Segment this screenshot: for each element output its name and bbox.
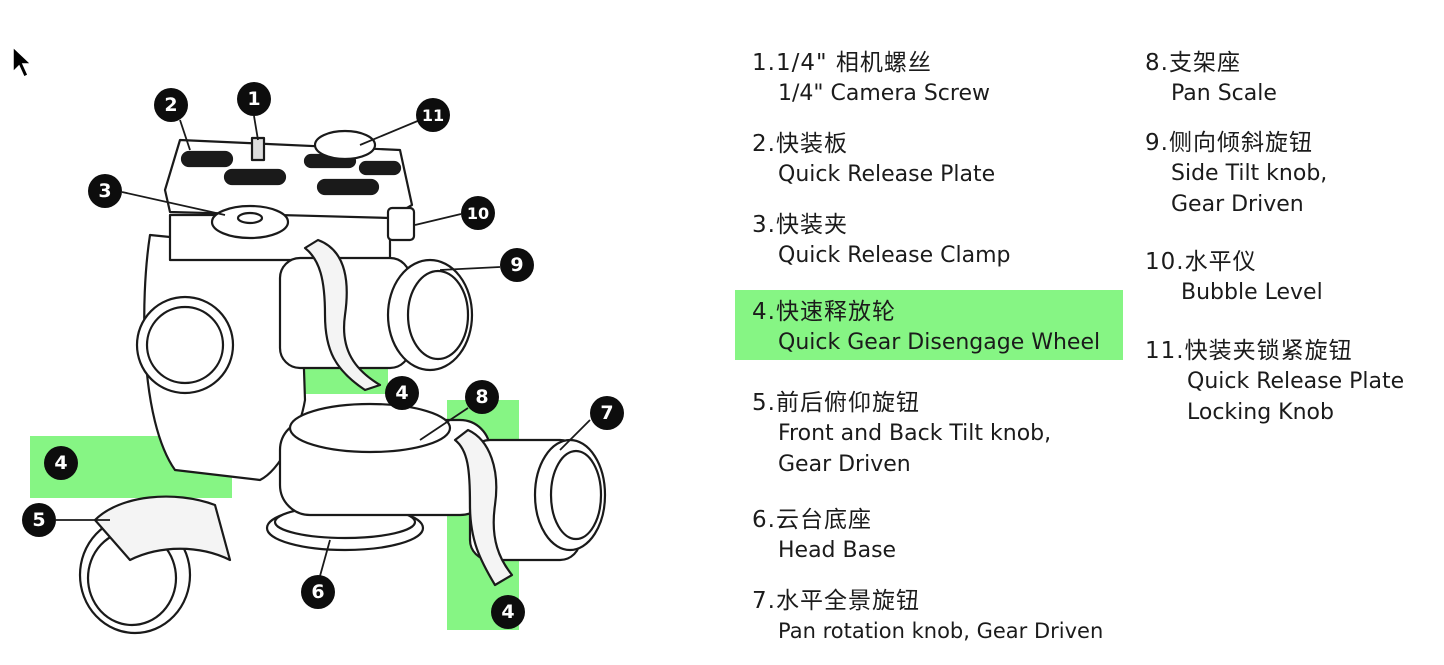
legend-item-9-zh: 9.侧向倾斜旋钮 (1145, 130, 1313, 156)
callout-4-top: 4 (385, 376, 419, 410)
legend-item-1-en: 1/4" Camera Screw (778, 81, 990, 106)
callout-4-bottom: 4 (491, 595, 525, 629)
legend-item-1-zh: 1.1/4" 相机螺丝 (752, 50, 932, 76)
legend-item-4-en: Quick Gear Disengage Wheel (778, 330, 1101, 355)
legend-item-8-en: Pan Scale (1171, 81, 1277, 106)
legend-item-11: 11.快装夹锁紧旋钮 Quick Release Plate Locking K… (1145, 336, 1404, 428)
legend-item-10: 10.水平仪 Bubble Level (1145, 247, 1323, 308)
legend-item-6: 6.云台底座 Head Base (752, 505, 896, 566)
mouse-cursor-icon (12, 46, 33, 79)
legend-item-4-zh: 4.快速释放轮 (752, 299, 896, 325)
callout-5: 5 (22, 503, 56, 537)
legend-item-10-en: Bubble Level (1181, 280, 1323, 305)
callout-4-left: 4 (44, 446, 78, 480)
legend-item-2-zh: 2.快装板 (752, 131, 848, 157)
legend-item-7-en: Pan rotation knob, Gear Driven (778, 619, 1104, 643)
legend-item-11-zh: 11.快装夹锁紧旋钮 (1145, 338, 1353, 364)
legend-item-9-en-line-1: Side Tilt knob, (1171, 161, 1328, 186)
callout-9: 9 (500, 248, 534, 282)
callout-10: 10 (461, 196, 495, 230)
legend-item-1: 1.1/4" 相机螺丝 1/4" Camera Screw (752, 48, 990, 109)
legend-item-8: 8.支架座 Pan Scale (1145, 48, 1277, 109)
legend-item-5-en-line-1: Front and Back Tilt knob, (778, 421, 1052, 446)
legend-item-10-zh: 10.水平仪 (1145, 249, 1257, 275)
legend-item-2-en: Quick Release Plate (778, 162, 996, 187)
legend-item-11-en-line-1: Quick Release Plate (1187, 369, 1405, 394)
legend-highlight-item-4 (735, 290, 1123, 360)
callout-6: 6 (301, 575, 335, 609)
legend-item-3-en: Quick Release Clamp (778, 243, 1011, 268)
legend-item-5: 5.前后俯仰旋钮 Front and Back Tilt knob, Gear … (752, 388, 1051, 480)
legend-item-6-zh: 6.云台底座 (752, 507, 872, 533)
callout-8: 8 (465, 380, 499, 414)
legend-item-6-en: Head Base (778, 538, 897, 563)
callout-7: 7 (590, 396, 624, 430)
gear-head-illustration (56, 115, 607, 635)
legend-item-7-zh: 7.水平全景旋钮 (752, 588, 920, 614)
legend-item-11-en-line-2: Locking Knob (1187, 400, 1334, 425)
callout-3: 3 (88, 174, 122, 208)
callout-2: 2 (154, 88, 188, 122)
legend-item-9-en-line-2: Gear Driven (1171, 192, 1304, 217)
legend-item-5-en-line-2: Gear Driven (778, 452, 911, 477)
legend-item-4: 4.快速释放轮 Quick Gear Disengage Wheel (752, 297, 1100, 358)
legend-item-2: 2.快装板 Quick Release Plate (752, 129, 995, 190)
legend-item-9: 9.侧向倾斜旋钮 Side Tilt knob, Gear Driven (1145, 128, 1327, 220)
callout-11: 11 (416, 98, 450, 132)
legend-item-8-zh: 8.支架座 (1145, 50, 1241, 76)
gear-head-diagram: 1 2 3 4 4 4 5 6 7 8 9 10 11 (0, 0, 700, 665)
callout-1: 1 (237, 82, 271, 116)
legend-item-5-zh: 5.前后俯仰旋钮 (752, 390, 920, 416)
legend-item-7: 7.水平全景旋钮 Pan rotation knob, Gear Driven (752, 586, 1103, 647)
legend-item-3: 3.快装夹 Quick Release Clamp (752, 210, 1011, 271)
legend-item-3-zh: 3.快装夹 (752, 212, 848, 238)
